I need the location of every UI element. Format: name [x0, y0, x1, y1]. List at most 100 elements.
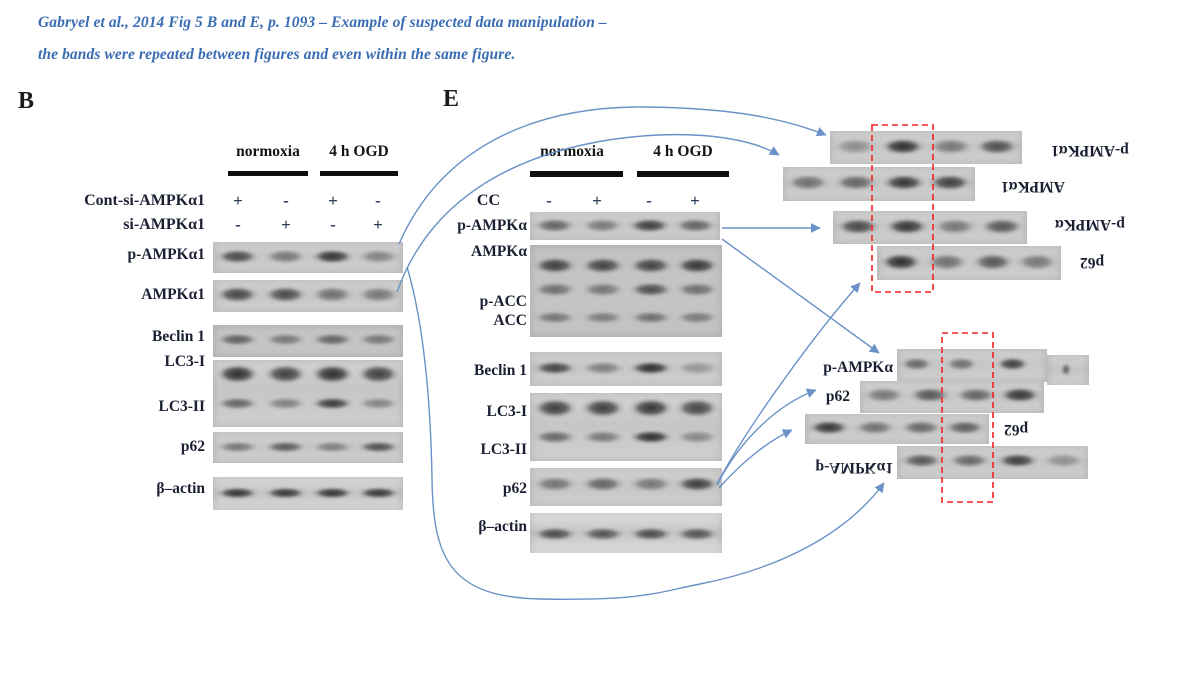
group-header-label: 4 h OGD [329, 143, 389, 160]
blot-label: LC3-I [486, 403, 527, 420]
blot-label: p62 [1079, 254, 1105, 271]
blot-band [356, 333, 400, 347]
blot-band [216, 333, 260, 347]
group-header-underline [320, 171, 398, 176]
blot-band [263, 440, 307, 454]
group-header-underline [228, 171, 308, 176]
group-header-underline [530, 171, 623, 177]
blot-band [216, 286, 260, 304]
blot-band [263, 486, 307, 500]
blot-label: LC3-I [164, 353, 205, 370]
blot-band [356, 286, 400, 304]
blot-band [356, 248, 400, 265]
blot-band [311, 396, 355, 411]
blot-band [263, 286, 307, 304]
title-line-2: the bands were repeated between figures … [38, 46, 516, 63]
blot-band [216, 396, 260, 411]
blot-label: p-AMPKα [823, 359, 893, 376]
blot-band [263, 396, 307, 411]
condition-value: - [546, 191, 552, 210]
blot-band [999, 387, 1041, 403]
blot-band [356, 486, 400, 500]
blot-band [833, 138, 877, 155]
blot-label: p-AMPKα1 [1051, 142, 1129, 159]
group-header-label: 4 h OGD [653, 143, 713, 160]
blot-band [926, 253, 968, 272]
condition-value: + [592, 191, 602, 210]
blot-label: p-AMPKα1 [815, 459, 893, 476]
group-header-underline [637, 171, 729, 177]
blot-band [1041, 452, 1085, 469]
blot-band [933, 218, 978, 235]
blot-label: LC3-II [158, 398, 205, 415]
blot-label: AMPKα1 [1001, 178, 1065, 195]
blot-label: β–actin [156, 480, 205, 497]
blot-band [979, 218, 1024, 235]
blot-band [263, 364, 307, 385]
blot-label: p62 [825, 388, 850, 405]
blot-label: β–actin [478, 518, 527, 535]
condition-value: + [328, 191, 338, 210]
condition-row-label: si-AMPKα1 [123, 216, 205, 233]
condition-row-label: CC [476, 192, 500, 209]
condition-row-label: Cont-si-AMPKα1 [84, 192, 205, 209]
blot-band [311, 364, 355, 385]
blot-band [216, 486, 260, 500]
condition-value: + [233, 191, 243, 210]
blot-band [216, 248, 260, 265]
blot-band [216, 440, 260, 454]
blot-band [836, 218, 881, 235]
blot-band [975, 138, 1019, 155]
blot-band [356, 364, 400, 385]
blot-strip [213, 360, 403, 427]
blot-band [263, 333, 307, 347]
condition-value: + [690, 191, 700, 210]
panel-b-letter: B [18, 88, 35, 114]
blot-label: p62 [180, 438, 205, 455]
blot-band [311, 486, 355, 500]
blot-label: p-AMPKα [457, 217, 527, 234]
blot-label: p62 [502, 480, 527, 497]
condition-value: - [330, 215, 336, 234]
blot-label: AMPKα [471, 243, 527, 260]
blot-label: Beclin 1 [152, 328, 205, 345]
blot-band [356, 396, 400, 411]
blot-label: ACC [493, 312, 527, 329]
condition-value: - [235, 215, 241, 234]
blot-band [972, 253, 1014, 272]
condition-value: - [375, 191, 381, 210]
blot-band [356, 440, 400, 454]
blot-band [995, 452, 1039, 469]
blot-band [928, 174, 972, 192]
blot-strip [213, 477, 403, 510]
blot-band [263, 248, 307, 265]
condition-value: - [283, 191, 289, 210]
blot-band [1016, 253, 1058, 272]
blot-label: AMPKα1 [141, 286, 205, 303]
blot-label: p62 [1003, 421, 1029, 438]
blot-band [834, 174, 878, 192]
blot-band [929, 138, 973, 155]
condition-value: - [646, 191, 652, 210]
blot-band [899, 357, 934, 372]
group-header-label: normoxia [540, 143, 604, 160]
blot-label: p-AMPKα [1055, 216, 1125, 233]
blot-label: Beclin 1 [474, 362, 527, 379]
blot-band [995, 357, 1030, 372]
blot-band [311, 440, 355, 454]
blot-strip [213, 242, 403, 273]
condition-value: + [281, 215, 291, 234]
blot-strip [213, 280, 403, 312]
blot-band [311, 333, 355, 347]
blot-band [1061, 362, 1071, 376]
blot-band [311, 286, 355, 304]
condition-value: + [373, 215, 383, 234]
blot-label: p-AMPKα1 [127, 246, 205, 263]
blot-strip [213, 432, 403, 463]
group-header-label: normoxia [236, 143, 300, 160]
blot-band [311, 248, 355, 265]
blot-strip [1047, 355, 1089, 385]
blot-label: LC3-II [480, 441, 527, 458]
